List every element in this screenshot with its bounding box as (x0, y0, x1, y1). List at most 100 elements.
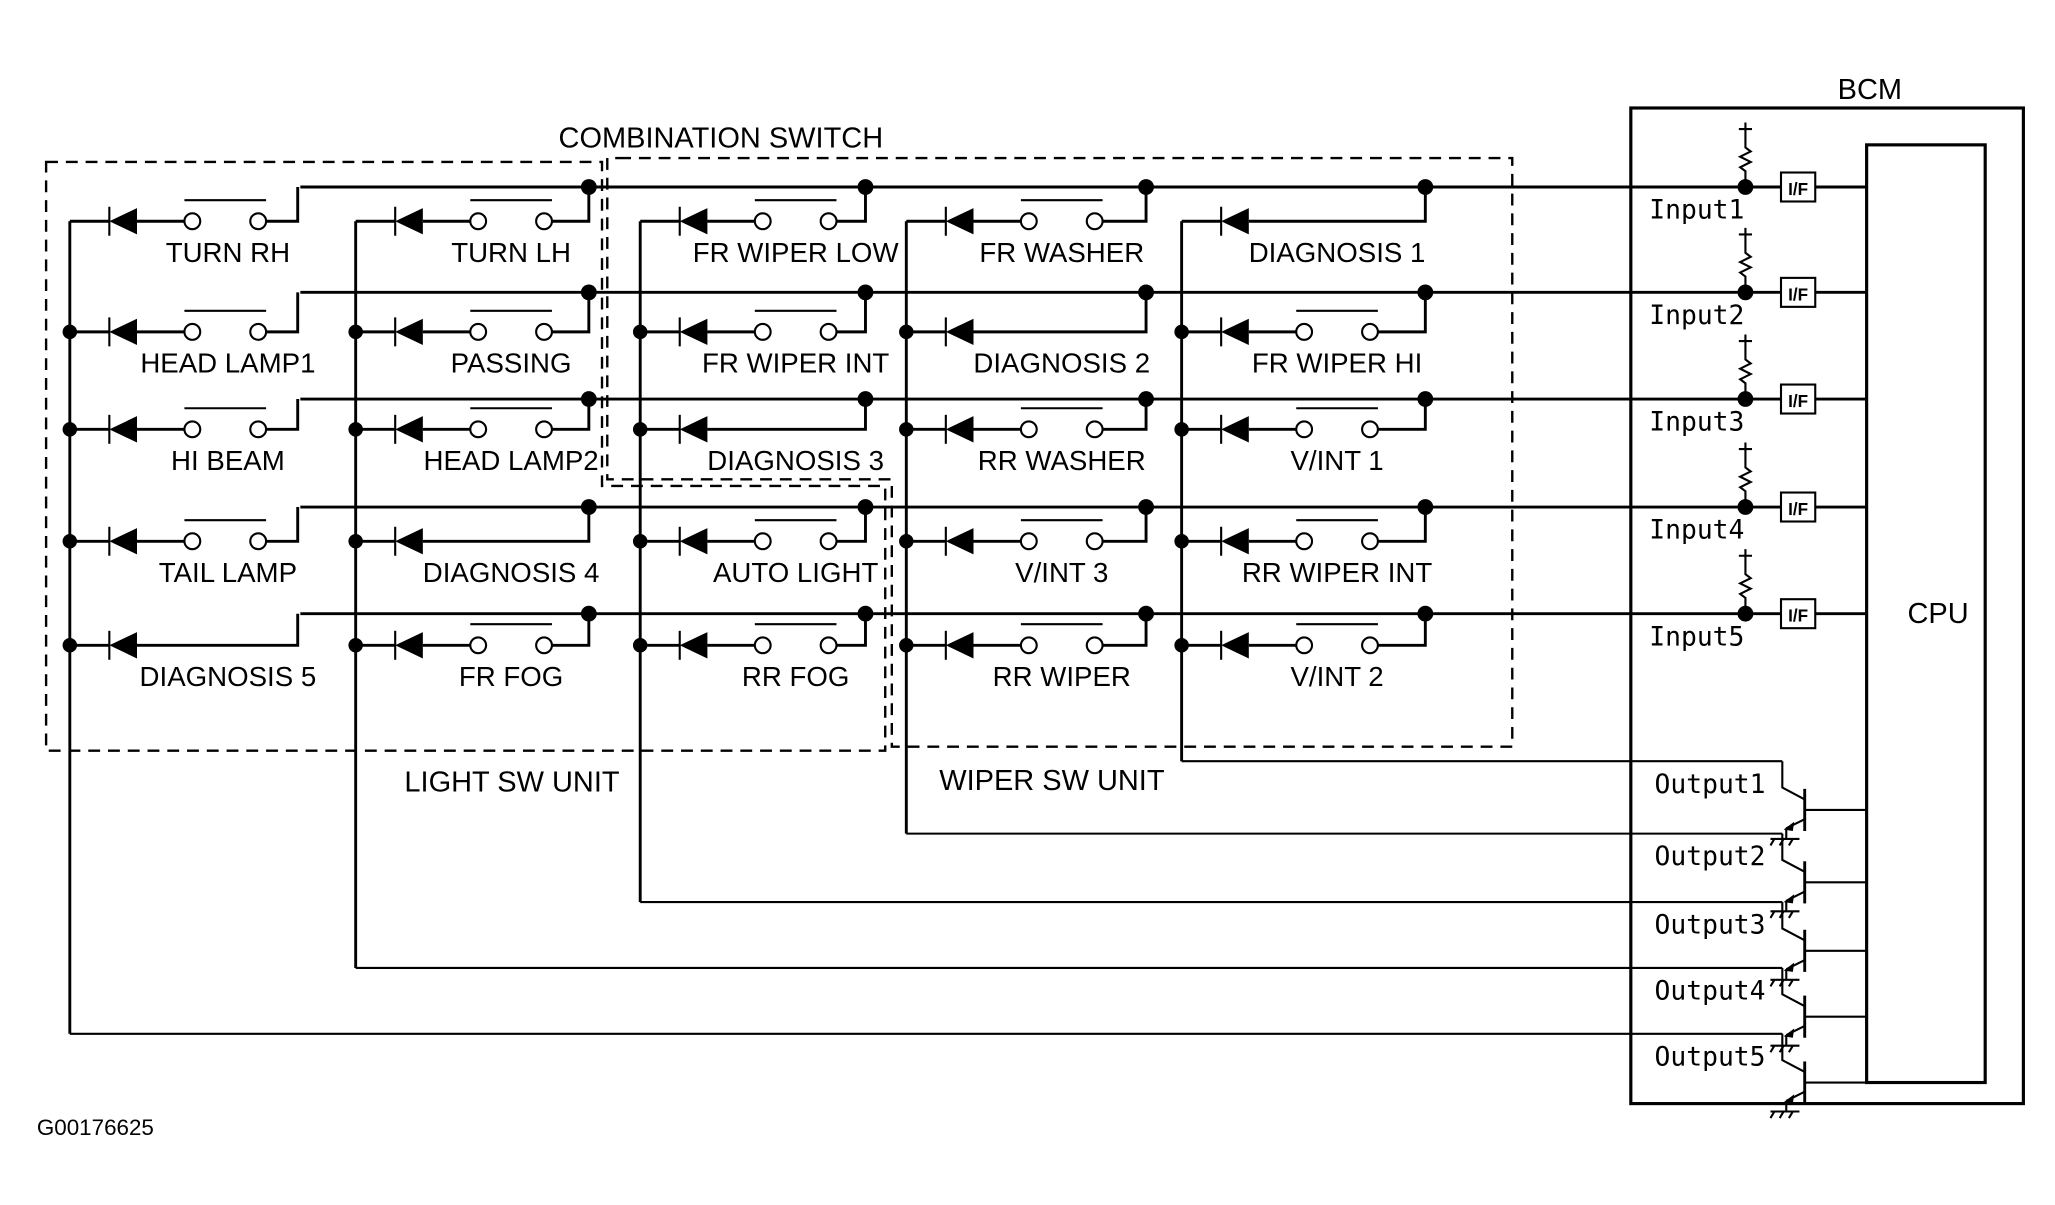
switch-contact-icon (469, 636, 488, 655)
diode-icon (395, 416, 423, 443)
output-label: Output5 (1655, 1042, 1766, 1072)
diode-icon (945, 416, 974, 443)
input-label: Input1 (1649, 196, 1744, 226)
wiper-sw-unit-label: WIPER SW UNIT (939, 765, 1165, 797)
switch-diagnosis-2: DIAGNOSIS 2 (899, 284, 1154, 379)
ground-icon (1769, 900, 1800, 919)
collector-wire (1781, 833, 1806, 873)
switch-diagnosis-3: DIAGNOSIS 3 (632, 391, 884, 476)
diode-icon (1221, 632, 1249, 659)
diode-icon (679, 208, 708, 235)
switch-contact-icon (1361, 532, 1379, 551)
light-sw-unit-label: LIGHT SW UNIT (404, 766, 619, 798)
switch-label: V/INT 1 (1290, 445, 1383, 476)
diode-icon (679, 528, 708, 555)
output-label: Output3 (1655, 911, 1766, 941)
bcm-output-3: Output3 (1655, 902, 1867, 987)
input-label: Input4 (1649, 516, 1744, 546)
switch-contact-icon (249, 532, 268, 551)
switch-label: FR WIPER INT (702, 348, 889, 379)
switch-contact-icon (1019, 212, 1038, 231)
switch-contact-icon (753, 636, 772, 655)
switch-contact-icon (249, 212, 268, 231)
switch-label: FR WIPER HI (1252, 348, 1422, 379)
switch-contact-icon (535, 212, 554, 231)
diode-icon (109, 208, 137, 235)
switch-contact-icon (1361, 420, 1379, 439)
bus-tap-dot (1417, 605, 1434, 622)
diode-icon (945, 528, 974, 555)
switch-contact-icon (753, 532, 772, 551)
switch-contact-icon (469, 322, 488, 341)
switch-diagnosis-4: DIAGNOSIS 4 (348, 499, 599, 588)
wire-to-bus (707, 399, 867, 431)
wire-to-bus (836, 187, 867, 223)
ground-icon (1769, 1100, 1800, 1119)
bus-tap-dot (1138, 499, 1154, 515)
switch-turn-lh: TURN LH (355, 179, 597, 268)
switch-head-lamp2: HEAD LAMP2 (348, 391, 599, 476)
switch-contact-icon (1019, 420, 1038, 439)
cpu-label: CPU (1907, 598, 1968, 630)
bus-tap-dot (1138, 179, 1154, 195)
switch-label: AUTO LIGHT (713, 557, 878, 588)
switch-contact-icon (819, 212, 838, 231)
bus-tap-dot (580, 391, 597, 407)
switch-rr-wiper: RR WIPER (899, 605, 1154, 692)
switch-label: HI BEAM (171, 445, 285, 476)
wire-to-bus (1377, 613, 1427, 647)
wire-to-bus (1102, 507, 1148, 543)
wire-to-bus (266, 507, 300, 543)
switch-fr-fog: FR FOG (348, 605, 597, 692)
switch-label: FR WIPER LOW (693, 237, 899, 268)
switch-contact-icon (183, 420, 202, 439)
switch-label: DIAGNOSIS 1 (1249, 237, 1426, 268)
wire-to-bus (973, 292, 1148, 334)
switch-fr-wiper-int: FR WIPER INT (632, 284, 889, 379)
switch-label: V/INT 3 (1015, 557, 1108, 588)
interface-box (1779, 276, 1817, 308)
diode-icon (679, 632, 708, 659)
switch-label: DIAGNOSIS 3 (707, 445, 884, 476)
wire-to-bus (1102, 399, 1148, 431)
diode-icon (1221, 528, 1249, 555)
bcm-output-1: Output1 (1655, 761, 1867, 847)
switch-label: V/INT 2 (1290, 661, 1383, 692)
switch-label: HEAD LAMP1 (140, 348, 315, 379)
pull-up-resistor-icon (1737, 442, 1754, 508)
wire-to-bus (551, 187, 591, 223)
switch-label: HEAD LAMP2 (424, 445, 599, 476)
diode-icon (109, 528, 137, 555)
switch-contact-icon (183, 212, 202, 231)
wire-to-bus (1377, 507, 1427, 543)
light-sw-unit-boundary (44, 160, 887, 752)
bus-tap-dot (857, 391, 874, 407)
diode-icon (945, 208, 974, 235)
diode-icon (395, 528, 423, 555)
wire-to-bus (551, 399, 591, 431)
bus-tap-dot (857, 179, 874, 195)
bcm-output-2: Output2 (1655, 833, 1867, 919)
switch-tail-lamp: TAIL LAMP (62, 507, 300, 588)
switch-contact-icon (1295, 322, 1314, 341)
diode-icon (109, 632, 137, 659)
switch-label: RR WASHER (978, 445, 1146, 476)
switch-rr-washer: RR WASHER (899, 391, 1154, 476)
bus-tap-dot (1138, 284, 1154, 301)
switch-label: RR WIPER (993, 661, 1131, 692)
input-bus-lines (300, 185, 1867, 616)
switch-hi-beam: HI BEAM (62, 399, 300, 476)
diode-icon (679, 416, 708, 443)
switch-contact-icon (249, 322, 268, 341)
wire-to-bus (422, 507, 591, 543)
switch-contact-icon (1295, 420, 1314, 439)
switch-contact-icon (535, 420, 554, 439)
output-label: Output4 (1655, 977, 1766, 1007)
switch-label: TAIL LAMP (159, 557, 297, 588)
switch-contact-icon (535, 636, 554, 655)
